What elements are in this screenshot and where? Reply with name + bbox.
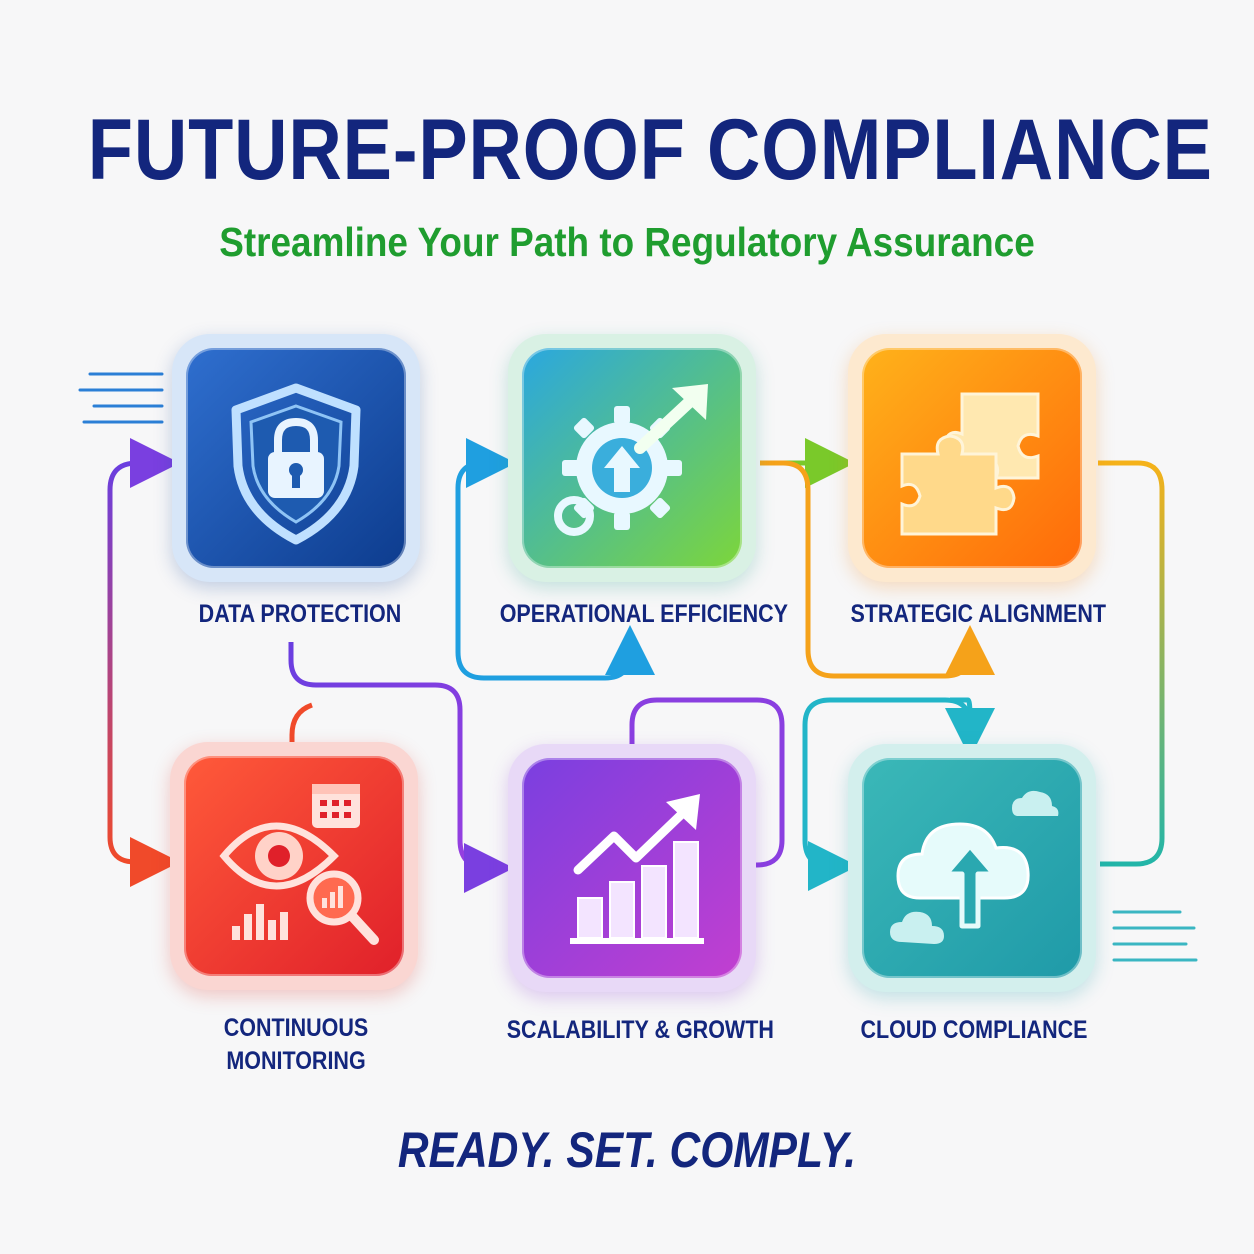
speed-lines-right — [1112, 910, 1198, 962]
step-card-operational-efficiency — [508, 334, 756, 582]
step-card-data-protection — [172, 334, 420, 582]
gear-arrow-icon — [554, 384, 708, 536]
step-label-operational-efficiency: OPERATIONAL EFFICIENCY — [499, 600, 788, 628]
step-label-data-protection: DATA PROTECTION — [198, 600, 402, 628]
step-label-line-1: CONTINUOUS — [223, 1014, 369, 1042]
puzzle-icon — [900, 392, 1040, 536]
tagline: READY. SET. COMPLY. — [397, 1122, 857, 1178]
cloud-upload-icon — [890, 790, 1059, 944]
eye-monitoring-icon — [219, 784, 379, 945]
page-title: FUTURE-PROOF COMPLIANCE — [87, 102, 1213, 198]
growth-chart-icon — [570, 794, 704, 944]
speed-lines-left — [78, 372, 164, 424]
step-label-scalability-growth: SCALABILITY & GROWTH — [506, 1016, 774, 1044]
step-label-strategic-alignment: STRATEGIC ALIGNMENT — [850, 600, 1107, 628]
step-label-line-2: MONITORING — [226, 1047, 366, 1075]
step-card-cloud-compliance — [848, 744, 1096, 992]
step-card-scalability-growth — [508, 744, 756, 992]
shield-lock-icon — [231, 383, 361, 545]
step-label-cloud-compliance: CLOUD COMPLIANCE — [860, 1016, 1088, 1044]
page-subtitle: Streamline Your Path to Regulatory Assur… — [219, 219, 1035, 265]
step-card-strategic-alignment — [848, 334, 1096, 582]
step-label-continuous-monitoring: CONTINUOUS MONITORING — [189, 1012, 402, 1078]
step-card-continuous-monitoring — [170, 742, 418, 990]
